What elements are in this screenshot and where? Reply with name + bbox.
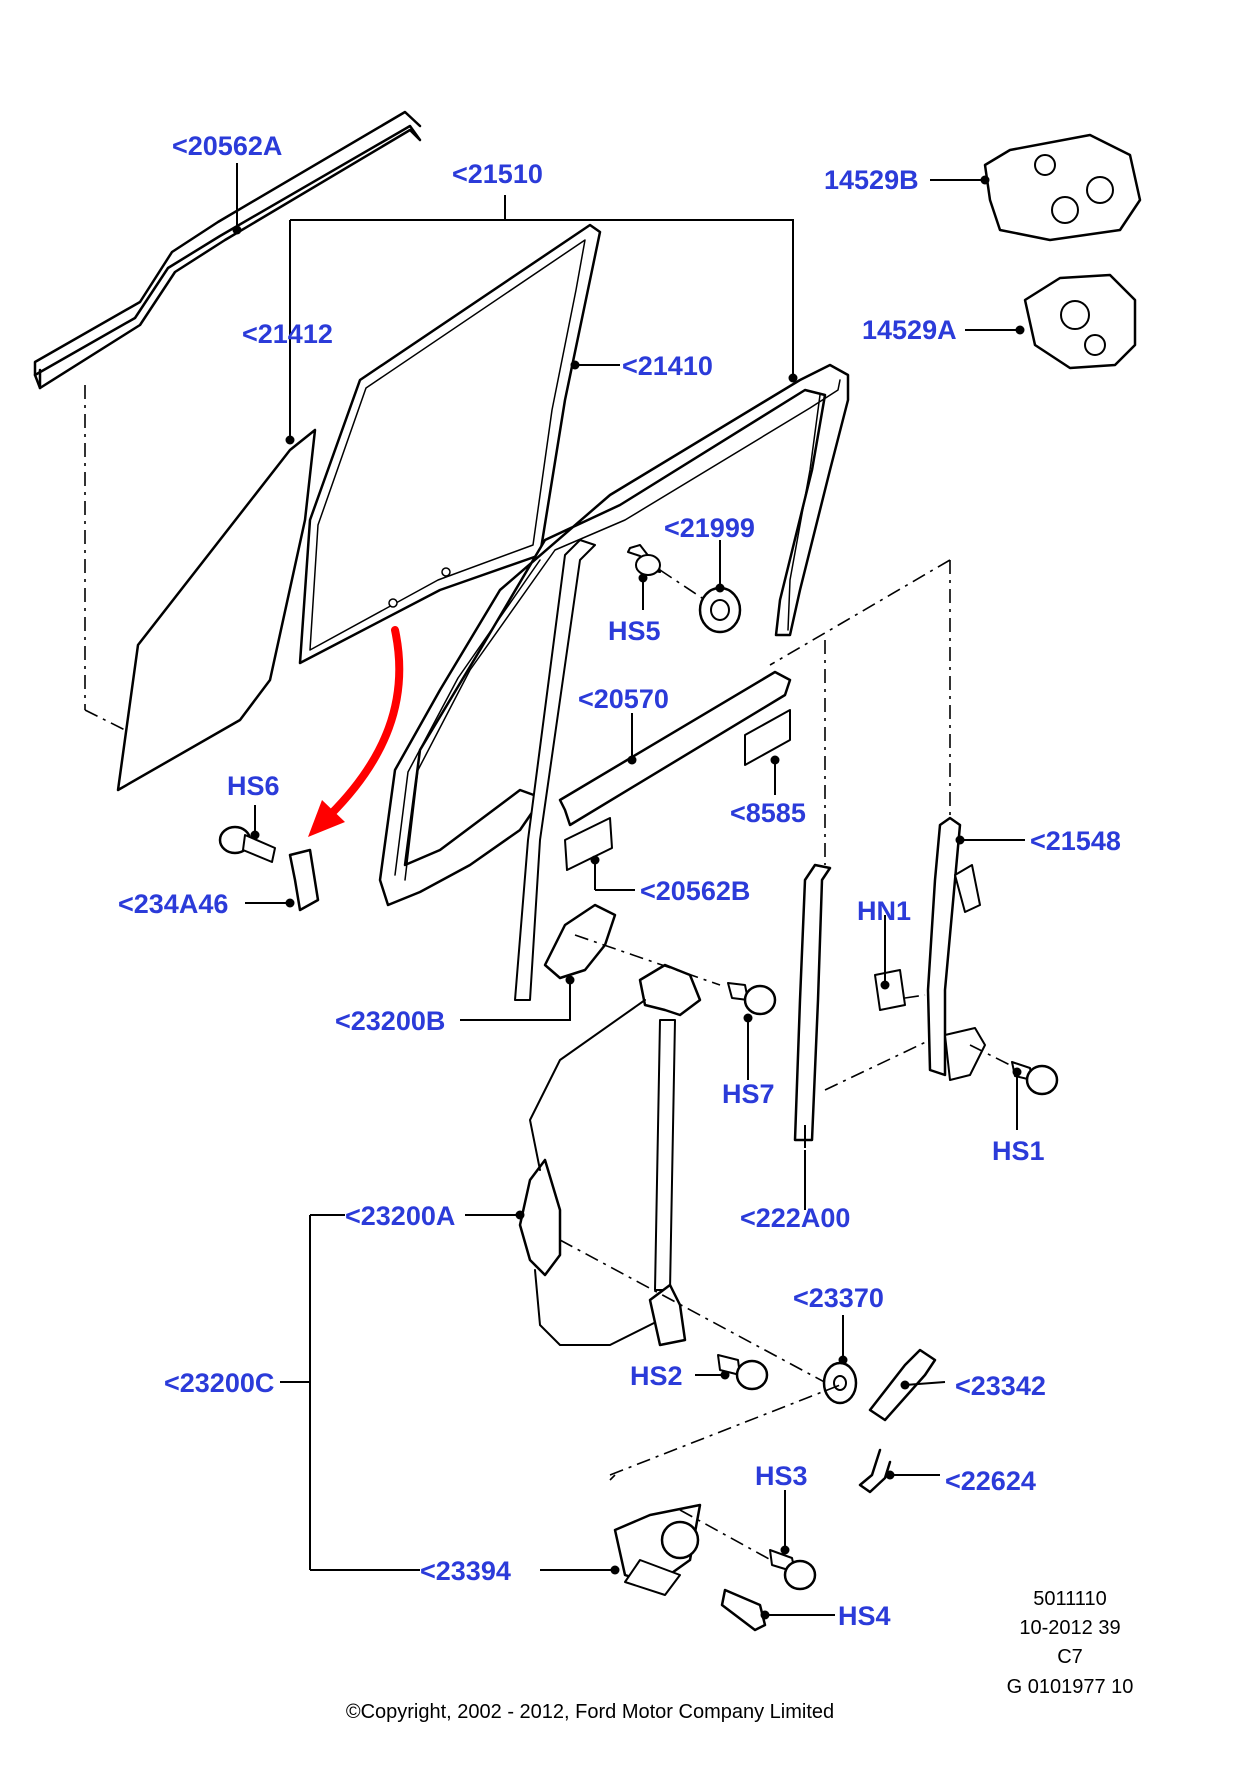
- callout-23200B[interactable]: <23200B: [335, 1006, 445, 1036]
- callout-234A46[interactable]: <234A46: [118, 889, 228, 919]
- part-motor-23394: [613, 1503, 702, 1596]
- alignment-lines: [84, 385, 1011, 1481]
- part-drawings: [33, 110, 1142, 1632]
- part-clip-234A46: [288, 848, 320, 912]
- part-clip-22624: [858, 1448, 892, 1494]
- part-washer-21999: [698, 586, 742, 634]
- info-line-4: G 0101977 10: [1007, 1676, 1134, 1698]
- installation-direction-arrow: [326, 626, 404, 819]
- part-door-glass: [298, 223, 602, 665]
- part-door-frame-run: [378, 363, 850, 907]
- callout-21410[interactable]: <21410: [622, 351, 713, 381]
- callout-21510[interactable]: <21510: [452, 159, 543, 189]
- part-pad-8585: [744, 709, 791, 766]
- callout-8585[interactable]: <8585: [730, 798, 806, 828]
- part-window-regulator: [518, 963, 702, 1347]
- callout-HS2[interactable]: HS2: [630, 1361, 683, 1391]
- callout-20562A[interactable]: <20562A: [172, 131, 282, 161]
- part-bolt-hs5: [627, 544, 661, 576]
- callout-labels: <20562A <21510 14529B <21412 <21410 1452…: [118, 131, 1121, 1631]
- callout-23200A[interactable]: <23200A: [345, 1201, 455, 1231]
- callout-20562B[interactable]: <20562B: [640, 876, 750, 906]
- callout-20570[interactable]: <20570: [578, 684, 669, 714]
- part-bolt-hs7: [727, 982, 777, 1016]
- callout-14529A[interactable]: 14529A: [862, 315, 957, 345]
- callout-HS5[interactable]: HS5: [608, 616, 661, 646]
- callout-HS7[interactable]: HS7: [722, 1079, 775, 1109]
- callout-HS6[interactable]: HS6: [227, 771, 280, 801]
- part-rear-channel: [793, 863, 832, 1142]
- part-clip-hn1: [874, 969, 906, 1011]
- part-bolt-hs1: [1011, 1061, 1059, 1096]
- part-bolt-hs2: [717, 1354, 769, 1391]
- callout-23342[interactable]: <23342: [955, 1371, 1046, 1401]
- info-line-1: 5011110: [1033, 1588, 1106, 1610]
- callout-23370[interactable]: <23370: [793, 1283, 884, 1313]
- part-washer-23370: [822, 1361, 858, 1405]
- part-glass-run-upper: [33, 124, 422, 390]
- part-switch-14529B: [983, 133, 1142, 242]
- diagram-info-block: 5011110 10-2012 39 C7 G 0101977 10: [1007, 1588, 1134, 1698]
- part-channel-21548: [926, 816, 962, 1077]
- part-switch-14529A: [1023, 273, 1137, 370]
- callout-21999[interactable]: <21999: [664, 513, 755, 543]
- part-bracket-23200B: [543, 903, 617, 980]
- info-line-2: 10-2012 39: [1019, 1617, 1120, 1639]
- callout-HS3[interactable]: HS3: [755, 1461, 808, 1491]
- leader-lines: [232, 163, 1025, 1620]
- callout-21548[interactable]: <21548: [1030, 826, 1121, 856]
- info-line-3: C7: [1057, 1646, 1083, 1668]
- part-bolt-hs4: [720, 1588, 767, 1632]
- part-pad-20562B: [564, 817, 613, 871]
- callout-HS1[interactable]: HS1: [992, 1136, 1045, 1166]
- callout-14529B[interactable]: 14529B: [824, 165, 919, 195]
- part-bolt-hs3: [769, 1549, 817, 1591]
- callout-222A00[interactable]: <222A00: [740, 1203, 850, 1233]
- part-bolt-hs6: [218, 825, 276, 863]
- callout-21412[interactable]: <21412: [242, 319, 333, 349]
- callout-23394[interactable]: <23394: [420, 1556, 511, 1586]
- copyright-notice: ©Copyright, 2002 - 2012, Ford Motor Comp…: [346, 1701, 834, 1723]
- callout-23200C[interactable]: <23200C: [164, 1368, 274, 1398]
- callout-22624[interactable]: <22624: [945, 1466, 1036, 1496]
- callout-HS4[interactable]: HS4: [838, 1601, 891, 1631]
- installation-arrow-head: [308, 800, 345, 837]
- callout-HN1[interactable]: HN1: [857, 896, 911, 926]
- part-quarter-glass: [116, 428, 317, 792]
